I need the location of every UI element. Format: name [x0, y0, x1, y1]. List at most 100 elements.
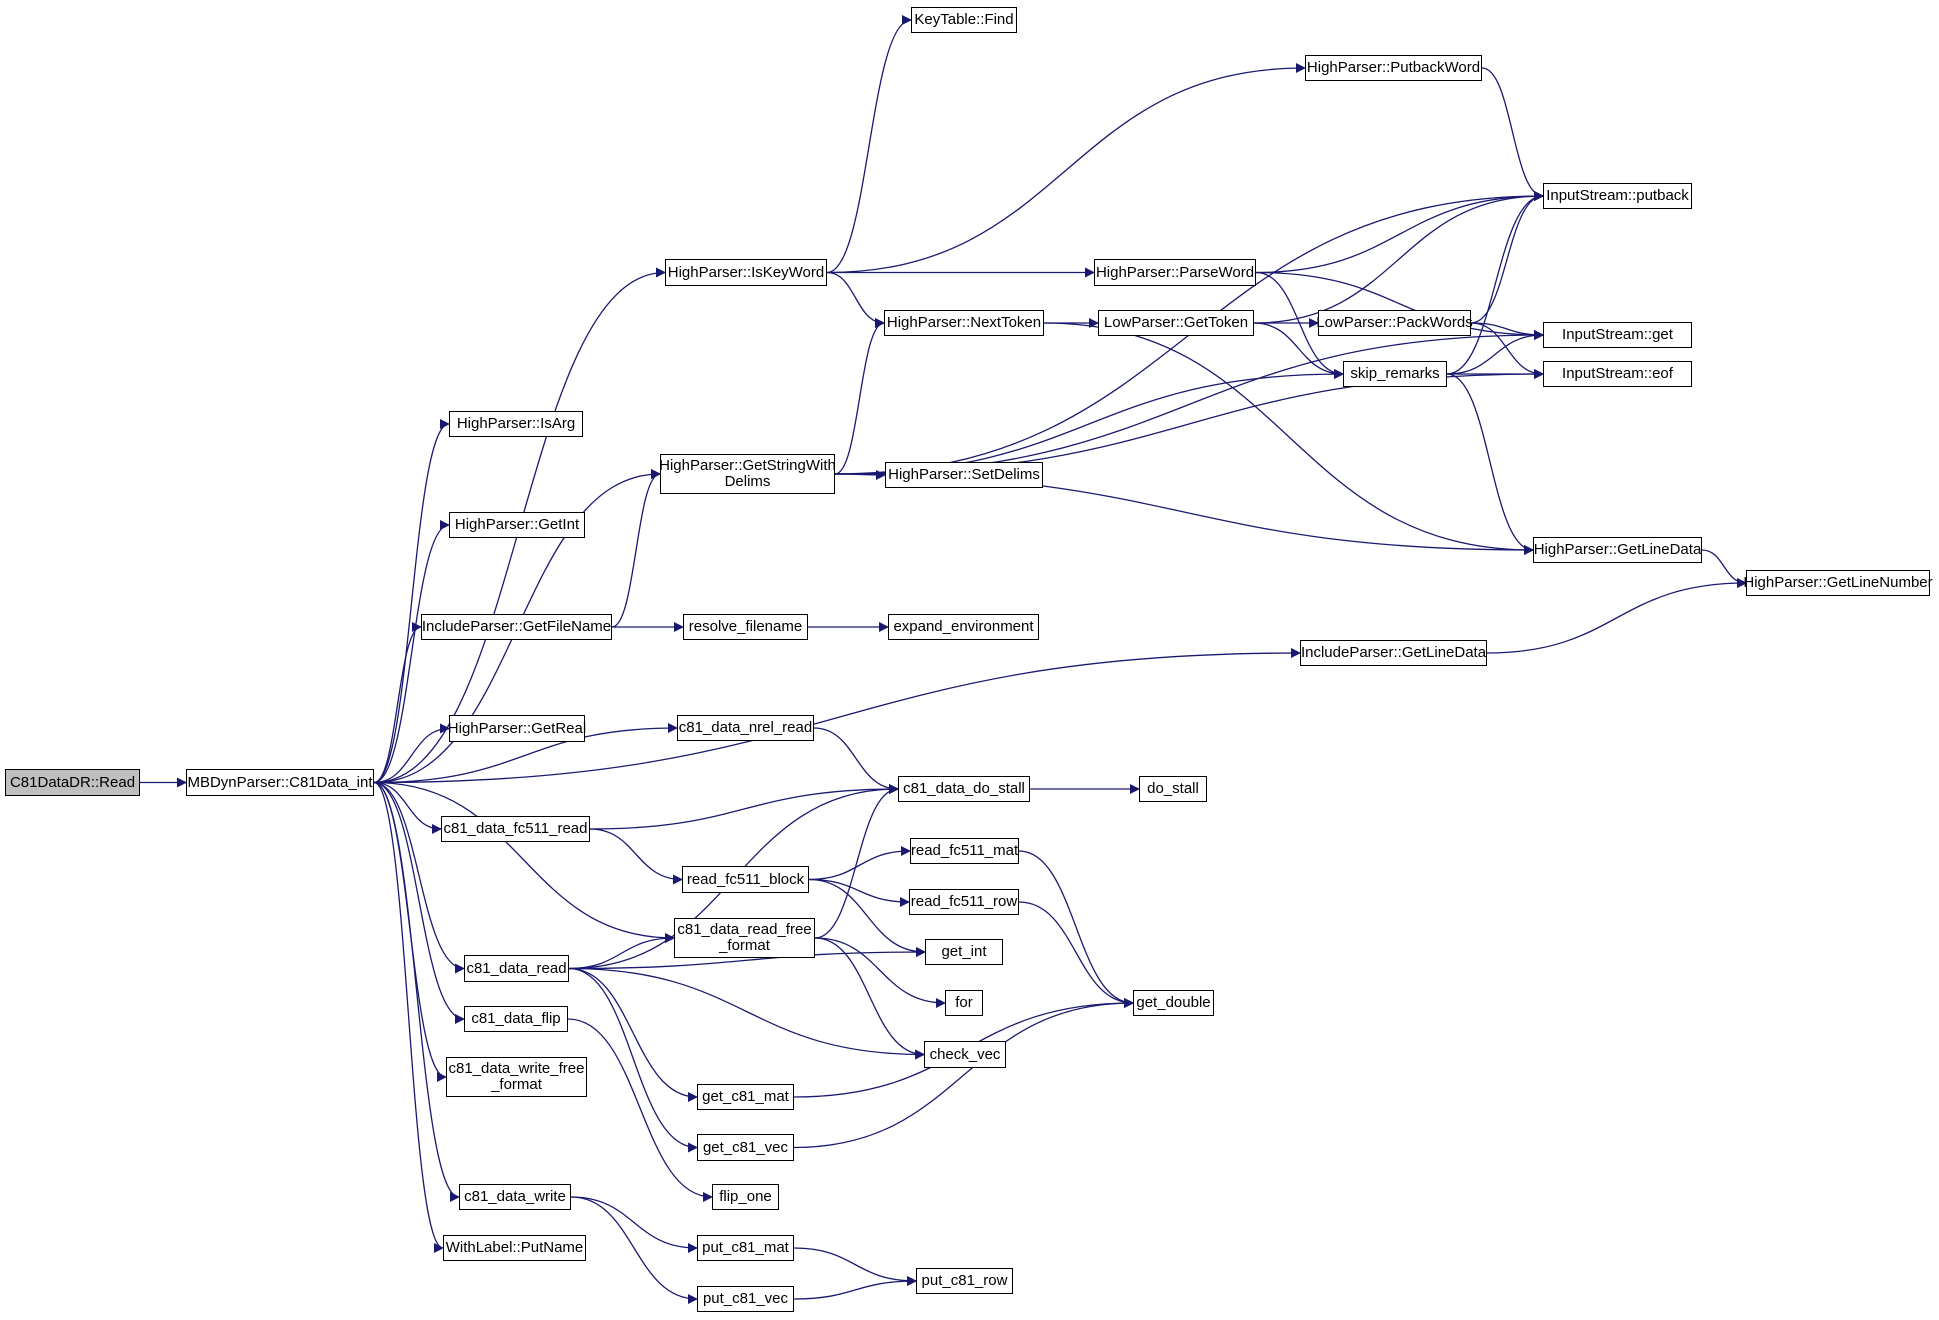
edge-mbdyn-c81data-int-to-c81-data-flip: [373, 781, 465, 1024]
edge-c81-read-free-to-for: [814, 937, 946, 1008]
node-mbdyn-c81data-int[interactable]: MBDynParser::C81Data_int: [186, 769, 374, 796]
edge-c81-fc511-read-to-read-fc511-block: [589, 828, 683, 885]
node-is-putback[interactable]: InputStream::putback: [1543, 183, 1692, 209]
node-c81-nrel-read[interactable]: c81_data_nrel_read: [677, 715, 814, 741]
edge-c81-data-read-to-get-int: [568, 947, 926, 970]
node-c81-read-free[interactable]: c81_data_read_free _format: [674, 918, 815, 958]
node-c81-fc511-read[interactable]: c81_data_fc511_read: [441, 816, 590, 842]
node-is-get[interactable]: InputStream::get: [1543, 322, 1692, 348]
edge-hp-getstringdelims-to-skip-remarks: [834, 369, 1344, 475]
node-hp-parseword[interactable]: HighParser::ParseWord: [1094, 259, 1256, 286]
edge-mbdyn-c81data-int-to-hp-getint: [373, 520, 450, 784]
node-wl-putname[interactable]: WithLabel::PutName: [443, 1235, 586, 1261]
edge-hp-putbackword-to-is-putback: [1481, 67, 1544, 201]
edge-mbdyn-c81data-int-to-wl-putname: [373, 781, 444, 1253]
edge-lp-gettoken-to-is-putback: [1253, 191, 1544, 324]
node-get-double[interactable]: get_double: [1133, 990, 1214, 1016]
node-ip-getfilename[interactable]: IncludeParser::GetFileName: [421, 614, 612, 640]
edge-read-fc511-block-to-read-fc511-mat: [808, 846, 911, 881]
edge-mbdyn-c81data-int-to-c81-data-read: [373, 781, 465, 974]
node-get-c81-vec[interactable]: get_c81_vec: [697, 1134, 794, 1161]
edge-c81-read-free-to-check-vec: [814, 937, 925, 1060]
node-c81-write-free[interactable]: c81_data_write_free _format: [446, 1057, 587, 1097]
node-get-c81-mat[interactable]: get_c81_mat: [697, 1084, 794, 1110]
edge-mbdyn-c81data-int-to-c81-fc511-read: [373, 781, 442, 834]
edge-lp-packwords-to-is-eof: [1470, 322, 1544, 379]
edge-hp-iskeyword-to-hp-putbackword: [826, 63, 1306, 274]
node-hp-iskeyword[interactable]: HighParser::IsKeyWord: [665, 259, 827, 286]
node-read-fc511-mat[interactable]: read_fc511_mat: [910, 838, 1019, 864]
node-hp-getint[interactable]: HighParser::GetInt: [449, 512, 585, 538]
edge-mbdyn-c81data-int-to-ip-getlinedata: [373, 648, 1301, 784]
node-put-c81-row[interactable]: put_c81_row: [916, 1268, 1013, 1294]
node-for[interactable]: for: [945, 990, 983, 1016]
edge-hp-getstringdelims-to-is-get: [834, 330, 1544, 475]
edge-mbdyn-c81data-int-to-c81-data-write: [373, 781, 460, 1202]
edge-c81-data-read-to-get-c81-mat: [568, 967, 698, 1102]
node-hp-getlinedata[interactable]: HighParser::GetLineData: [1533, 537, 1702, 563]
node-skip-remarks[interactable]: skip_remarks: [1343, 361, 1447, 387]
node-is-eof[interactable]: InputStream::eof: [1543, 361, 1692, 387]
node-put-c81-vec[interactable]: put_c81_vec: [697, 1286, 794, 1312]
node-read-fc511-row[interactable]: read_fc511_row: [909, 889, 1019, 915]
edge-read-fc511-mat-to-get-double: [1018, 850, 1134, 1008]
edge-skip-remarks-to-hp-getlinedata: [1446, 373, 1534, 555]
node-hp-nexttoken[interactable]: HighParser::NextToken: [884, 310, 1044, 336]
edge-hp-getlinedata-to-hp-getlinenumber: [1701, 549, 1747, 588]
node-check-vec[interactable]: check_vec: [924, 1041, 1006, 1068]
edge-c81-data-flip-to-flip-one: [567, 1018, 713, 1202]
edge-c81-data-write-to-put-c81-mat: [570, 1196, 698, 1253]
node-c81-data-read[interactable]: c81_data_read: [464, 955, 569, 982]
edge-c81-data-read-to-get-c81-vec: [568, 967, 698, 1153]
node-hp-getreal[interactable]: HighParser::GetReal: [448, 715, 586, 742]
edge-c81-data-write-to-put-c81-vec: [570, 1196, 698, 1304]
node-flip-one[interactable]: flip_one: [712, 1184, 779, 1210]
edge-put-c81-mat-to-put-c81-row: [793, 1247, 917, 1286]
node-do-stall[interactable]: do_stall: [1139, 776, 1207, 802]
edge-read-fc511-block-to-read-fc511-row: [808, 878, 910, 907]
edge-mbdyn-c81data-int-to-c81-nrel-read: [373, 723, 678, 784]
node-read-fc511-block[interactable]: read_fc511_block: [682, 866, 809, 893]
edge-put-c81-vec-to-put-c81-row: [793, 1276, 917, 1300]
edge-lp-gettoken-to-skip-remarks: [1253, 322, 1344, 379]
edge-ip-getlinedata-to-hp-getlinenumber: [1486, 578, 1747, 654]
edge-hp-iskeyword-to-hp-nexttoken: [826, 271, 885, 328]
edge-hp-nexttoken-to-hp-getlinedata: [1043, 322, 1534, 555]
edge-mbdyn-c81data-int-to-ip-getfilename: [373, 622, 422, 784]
edge-c81-fc511-read-to-c81-do-stall: [589, 784, 899, 830]
edge-skip-remarks-to-is-get: [1446, 330, 1544, 375]
node-ip-getlinedata[interactable]: IncludeParser::GetLineData: [1300, 640, 1487, 666]
node-c81-data-flip[interactable]: c81_data_flip: [464, 1006, 568, 1032]
node-c81datadr-read[interactable]: C81DataDR::Read: [5, 769, 140, 796]
node-hp-putbackword[interactable]: HighParser::PutbackWord: [1305, 55, 1482, 81]
node-resolve-filename[interactable]: resolve_filename: [683, 614, 808, 640]
edge-c81-data-read-to-c81-read-free: [568, 933, 675, 970]
node-c81-do-stall[interactable]: c81_data_do_stall: [898, 776, 1030, 802]
node-hp-getstringdelims[interactable]: HighParser::GetStringWith Delims: [659, 454, 836, 494]
node-keytable-find[interactable]: KeyTable::Find: [911, 7, 1017, 33]
edge-ip-getfilename-to-hp-getstringdelims: [611, 469, 661, 628]
node-hp-isarg[interactable]: HighParser::IsArg: [449, 411, 583, 437]
node-c81-data-write[interactable]: c81_data_write: [459, 1184, 571, 1210]
edge-c81-nrel-read-to-c81-do-stall: [813, 727, 899, 794]
node-lp-packwords[interactable]: LowParser::PackWords: [1316, 310, 1473, 336]
node-lp-gettoken[interactable]: LowParser::GetToken: [1098, 310, 1254, 336]
node-put-c81-mat[interactable]: put_c81_mat: [697, 1235, 794, 1261]
edge-mbdyn-c81data-int-to-hp-isarg: [373, 419, 450, 784]
node-get-int[interactable]: get_int: [925, 939, 1003, 965]
edge-hp-getstringdelims-to-hp-nexttoken: [834, 318, 885, 475]
edge-mbdyn-c81data-int-to-c81-read-free: [373, 781, 675, 943]
edge-read-fc511-block-to-get-int: [808, 878, 926, 957]
edge-lp-packwords-to-is-putback: [1470, 191, 1544, 324]
edge-c81-read-free-to-c81-do-stall: [814, 784, 899, 939]
node-hp-setdelims[interactable]: HighParser::SetDelims: [885, 462, 1043, 488]
edge-read-fc511-row-to-get-double: [1018, 901, 1134, 1008]
edge-hp-iskeyword-to-keytable-find: [826, 15, 912, 274]
edge-hp-getstringdelims-to-is-eof: [834, 369, 1544, 475]
edge-get-c81-vec-to-get-double: [793, 998, 1134, 1149]
edge-c81-data-read-to-check-vec: [568, 967, 925, 1060]
node-expand-env[interactable]: expand_environment: [888, 614, 1039, 640]
edge-skip-remarks-to-is-putback: [1446, 191, 1544, 375]
edge-hp-parseword-to-is-putback: [1255, 191, 1544, 274]
node-hp-getlinenumber[interactable]: HighParser::GetLineNumber: [1743, 570, 1933, 596]
